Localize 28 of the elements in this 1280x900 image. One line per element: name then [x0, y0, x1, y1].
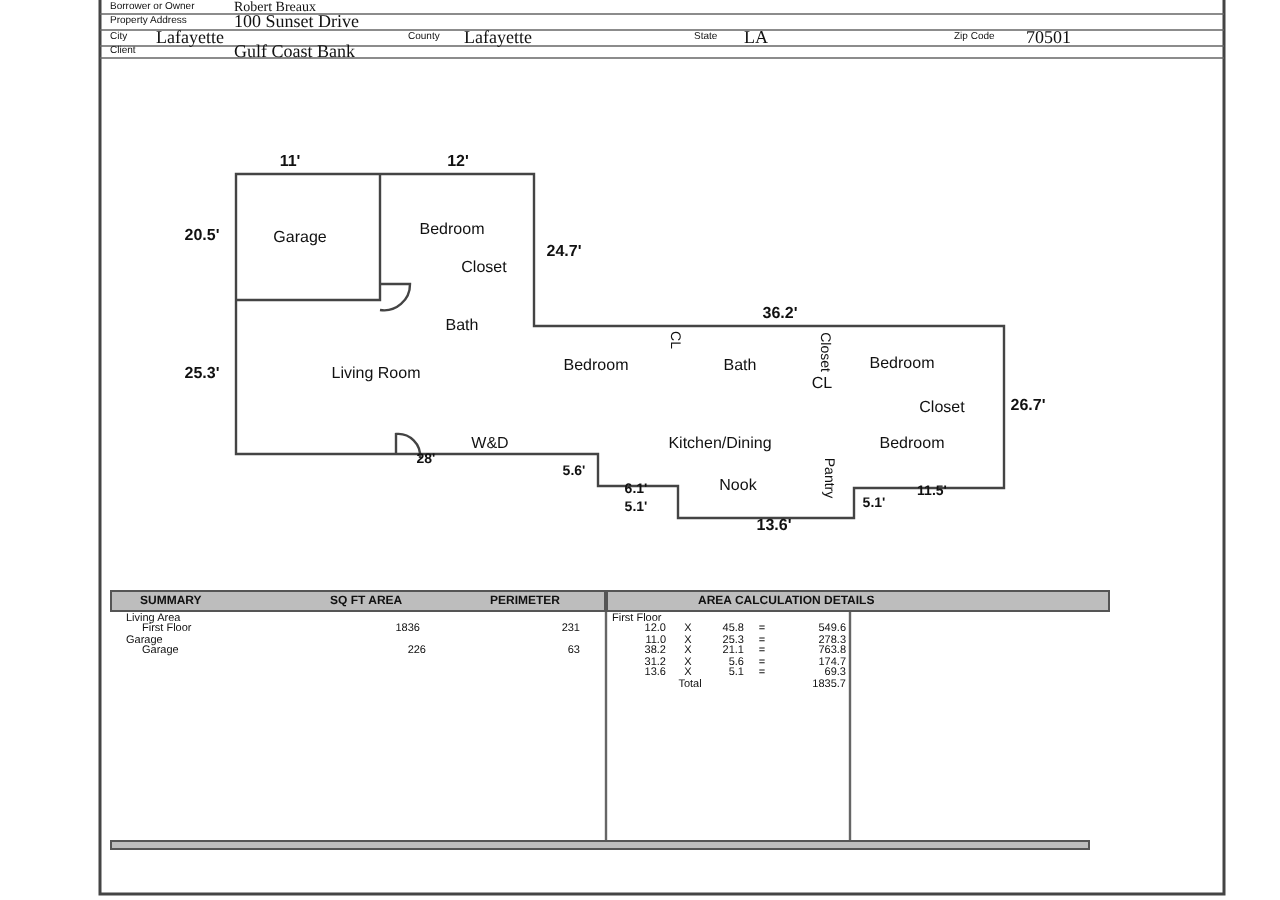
dimension-label: 13.6'	[756, 518, 792, 534]
dimension-label: 25.3'	[184, 366, 220, 382]
room-label: Kitchen/Dining	[668, 436, 772, 452]
room-label: W&D	[471, 436, 509, 452]
dimension-label: 20.5'	[184, 228, 220, 244]
room-label: Bath	[723, 358, 757, 374]
room-label: Bedroom	[419, 222, 485, 238]
dimension-label: 36.2'	[762, 306, 798, 322]
room-label: CL	[811, 376, 833, 392]
dimension-label: 26.7'	[1010, 398, 1046, 414]
room-label: Closet	[461, 260, 507, 276]
room-label: Bedroom	[563, 358, 629, 374]
dimension-label: 12'	[447, 154, 469, 170]
field-value: Gulf Coast Bank	[234, 43, 355, 61]
field-value: 100 Sunset Drive	[234, 13, 359, 31]
field-value: LA	[744, 29, 768, 47]
room-label: Bedroom	[879, 436, 945, 452]
field-value: 70501	[1026, 29, 1071, 47]
room-label: Living Room	[331, 366, 421, 382]
room-label: Bath	[445, 318, 479, 334]
dimension-label: 11'	[279, 154, 301, 170]
room-label: Closet	[919, 400, 965, 416]
field-value: Lafayette	[156, 29, 224, 47]
field-value: Lafayette	[464, 29, 532, 47]
room-label: Garage	[273, 230, 327, 246]
room-label: Nook	[719, 478, 757, 494]
room-label: Bedroom	[869, 356, 935, 372]
dimension-label: 24.7'	[546, 244, 582, 260]
